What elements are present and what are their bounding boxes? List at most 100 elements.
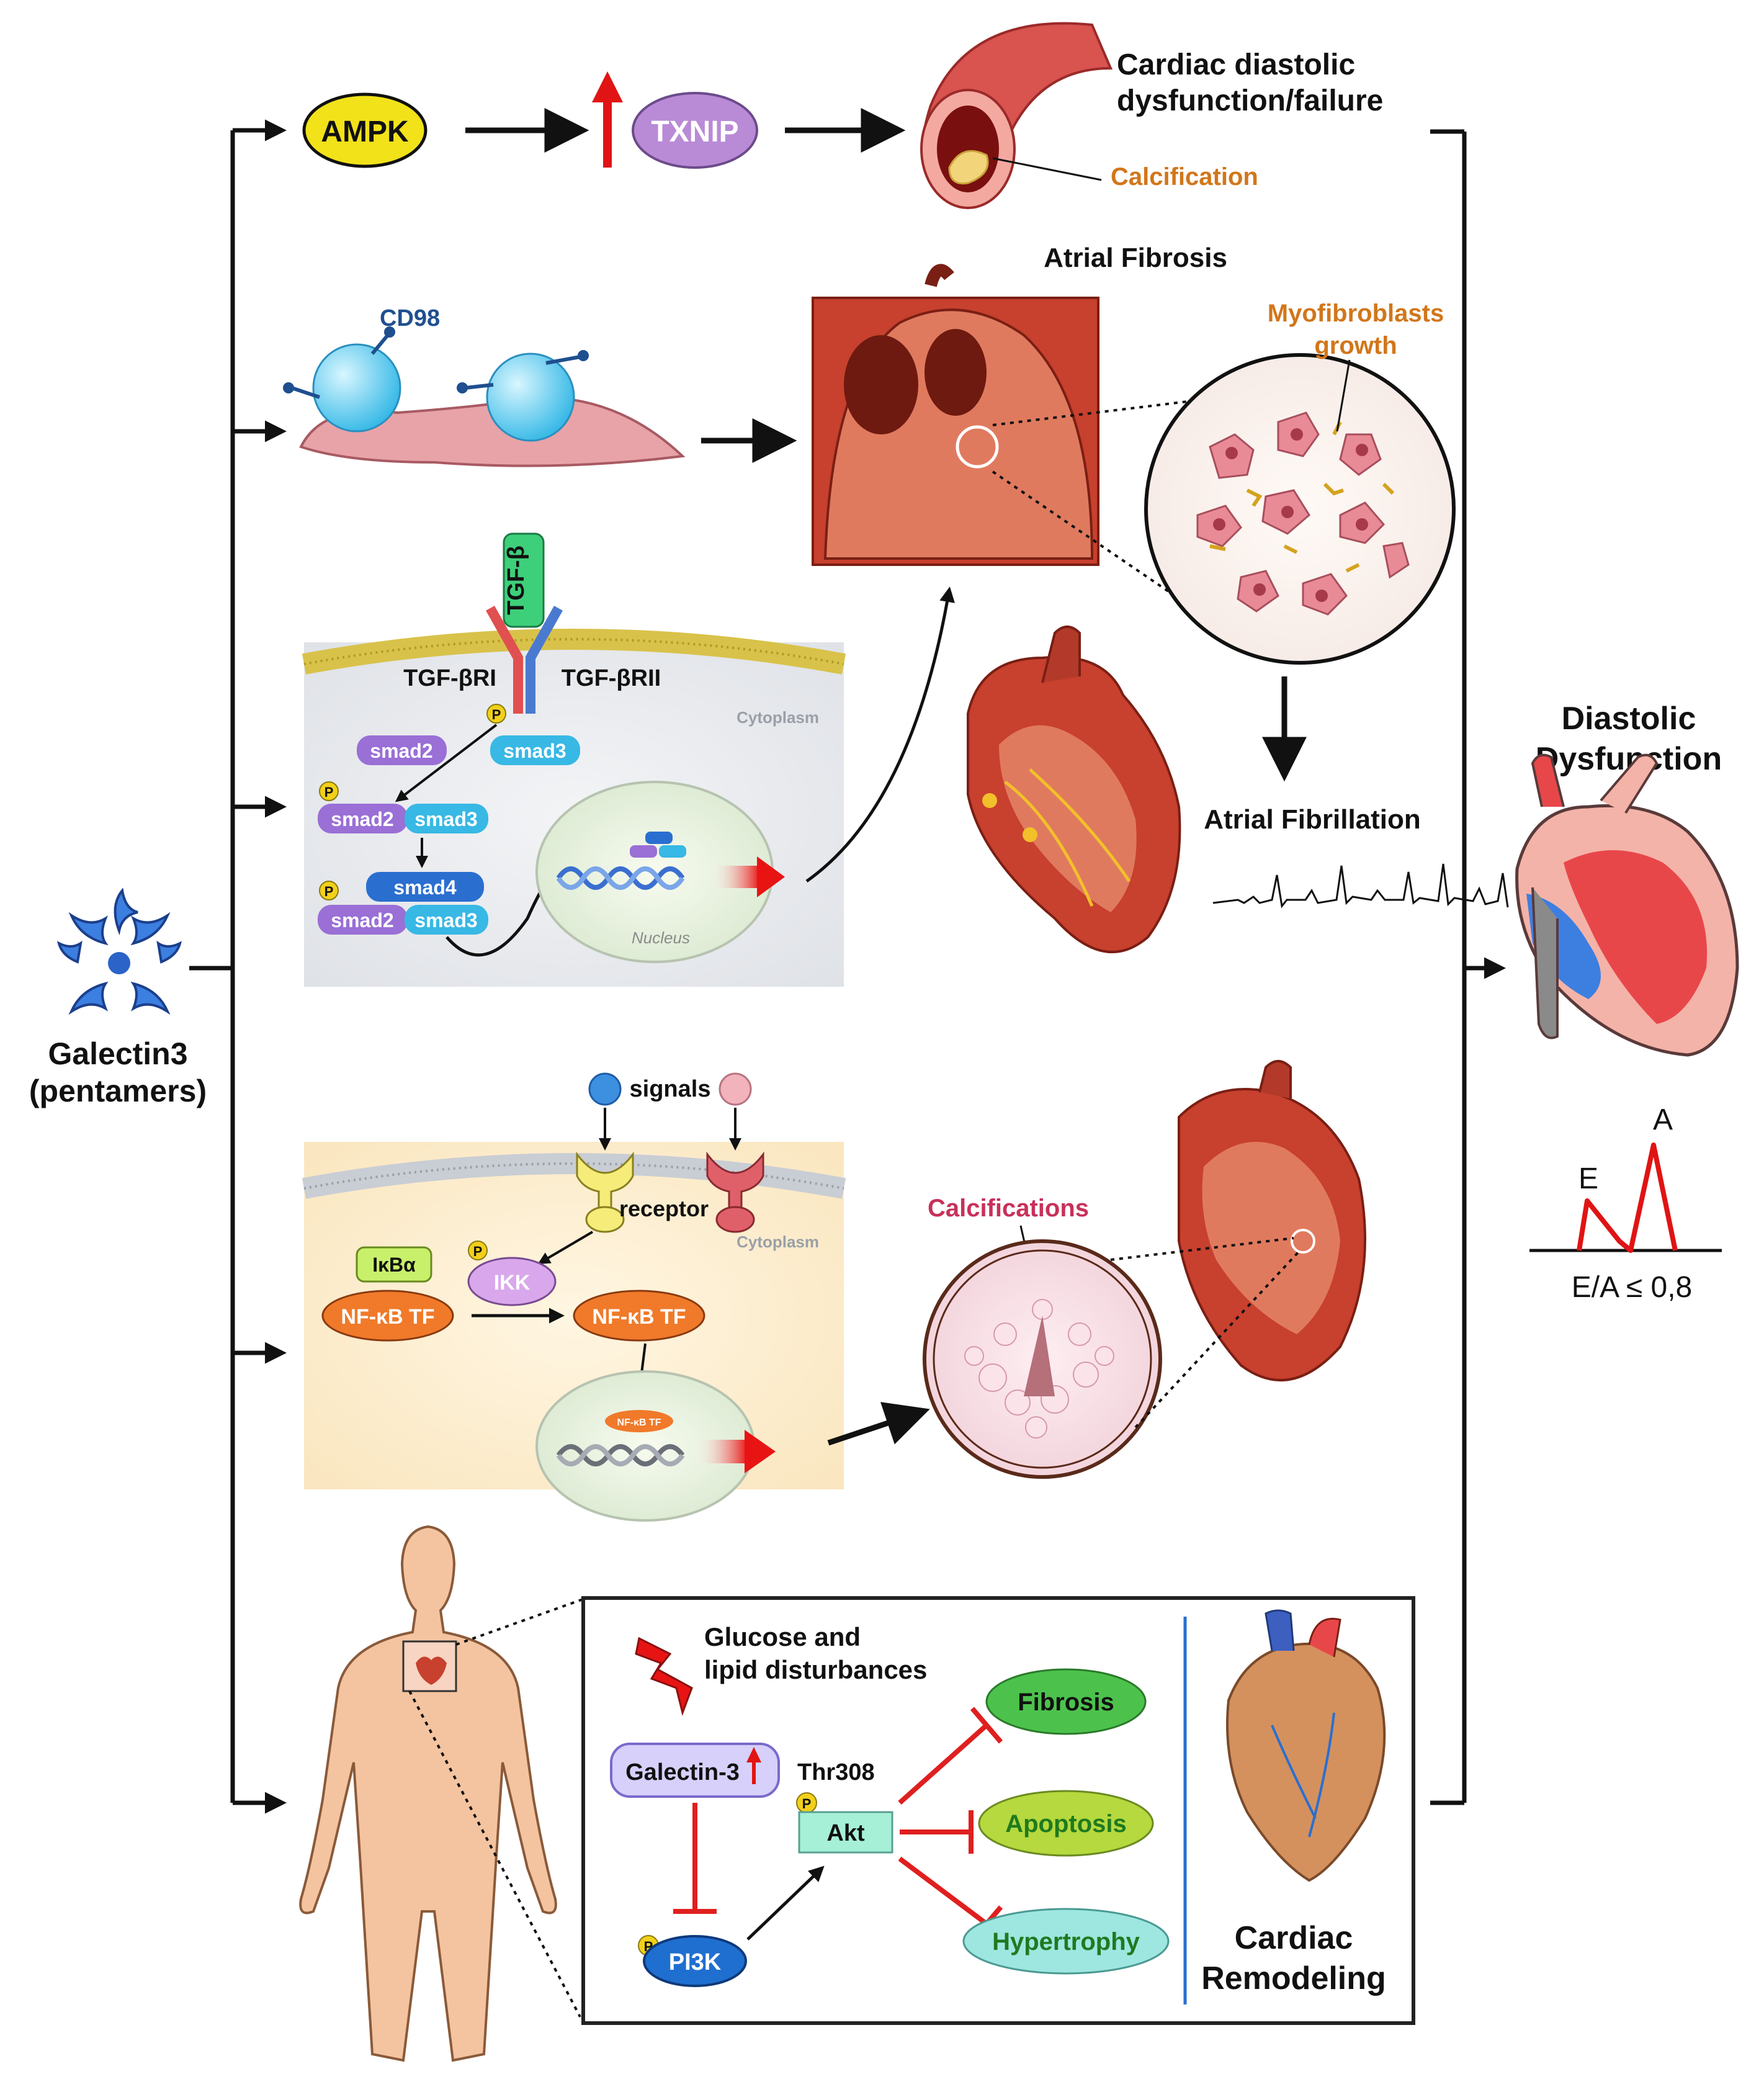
pi3k-node: PI3K — [643, 1935, 747, 1987]
calc-heart-icon — [1178, 1060, 1366, 1381]
calcification-label: Calcification — [1111, 163, 1258, 191]
smad4-complex: smad4 smad2 smad3 — [318, 872, 488, 935]
a-wave-label: A — [1653, 1103, 1673, 1136]
myofibroblasts-label: Myofibroblasts — [1268, 300, 1444, 327]
svg-text:smad3: smad3 — [414, 909, 477, 932]
lightning-icon — [635, 1636, 693, 1717]
nfkb-nucleus: NF-κB TF — [535, 1370, 776, 1522]
svg-text:P: P — [492, 707, 501, 722]
chest-heart-inset — [402, 1640, 457, 1692]
tgf-cytoplasm-label: Cytoplasm — [736, 708, 819, 727]
receptor-label: receptor — [619, 1196, 709, 1221]
svg-text:IκBα: IκBα — [372, 1254, 416, 1276]
ampk-label: AMPK — [321, 115, 409, 148]
svg-text:smad2: smad2 — [370, 740, 432, 762]
tgf-receptor — [486, 606, 563, 714]
galectin-inhibits-pi3k — [673, 1803, 717, 1914]
tgf-membrane — [302, 629, 846, 675]
inset-zoom-lines — [408, 1597, 587, 2018]
galectin3-sublabel: (pentamers) — [29, 1074, 207, 1108]
svg-text:Galectin-3: Galectin-3 — [625, 1759, 740, 1785]
svg-text:P: P — [325, 784, 334, 800]
smad3-free: smad3 — [490, 735, 580, 765]
signal-blue-icon — [588, 1072, 622, 1106]
svg-text:Hypertrophy: Hypertrophy — [992, 1928, 1140, 1955]
smad2-smad3-complex: smad2 smad3 — [318, 804, 488, 833]
calcified-artery-icon — [920, 22, 1113, 209]
svg-text:Akt: Akt — [826, 1820, 865, 1846]
right-bracket — [1430, 129, 1506, 1805]
svg-text:smad2: smad2 — [331, 909, 393, 932]
svg-text:PI3K: PI3K — [669, 1949, 722, 1975]
ampk-node: AMPK — [302, 92, 428, 168]
svg-text:smad3: smad3 — [414, 808, 477, 830]
calcification-circle — [923, 1239, 1162, 1479]
svg-text:P: P — [473, 1244, 483, 1259]
receptor-yellow-icon — [576, 1151, 634, 1233]
heart-section-icon — [812, 264, 1099, 566]
anatomical-heart-icon — [1226, 1609, 1386, 1882]
cardiac-failure-label: dysfunction/failure — [1117, 84, 1383, 117]
txnip-node: TXNIP — [632, 92, 758, 169]
svg-text:IKK: IKK — [494, 1271, 531, 1295]
cd98-cells-icon — [283, 326, 686, 467]
receptor-to-smad-arrow — [395, 724, 498, 802]
signal-pink-icon — [719, 1072, 752, 1106]
thr308-label: Thr308 — [797, 1759, 875, 1785]
nfkb-cytoplasm-label: Cytoplasm — [736, 1232, 819, 1251]
glucose-label: Glucose and — [704, 1622, 861, 1651]
up-arrow-icon — [592, 71, 623, 168]
svg-text:NF-κB TF: NF-κB TF — [341, 1305, 434, 1329]
tgf-to-fibrosis-arrow — [805, 586, 955, 883]
txnip-label: TXNIP — [651, 115, 738, 148]
human-body-icon — [299, 1525, 557, 2062]
galectin3-label: Galectin3 — [48, 1036, 187, 1071]
conduction-heart-icon — [967, 626, 1181, 953]
phospho-badge-ikk: P — [468, 1241, 488, 1260]
atrial-fibrillation-label: Atrial Fibrillation — [1204, 804, 1421, 835]
zoom-lines — [992, 399, 1199, 613]
tgf-nucleus: Nucleus — [535, 781, 785, 963]
atrial-fibrosis-label: Atrial Fibrosis — [1044, 243, 1227, 273]
left-bracket — [189, 119, 287, 1814]
nfkb-small-label: NF-κB TF — [617, 1417, 661, 1428]
phospho-badge-r1: P — [486, 704, 506, 724]
svg-text:smad3: smad3 — [503, 740, 566, 762]
smad2-free: smad2 — [357, 735, 447, 765]
phospho-badge-smad2b: P — [319, 881, 339, 900]
ea-doppler-chart: E A E/A ≤ 0,8 — [1529, 1103, 1722, 1304]
cardiac-diastolic-label: Cardiac diastolic — [1117, 48, 1355, 81]
svg-text:Apoptosis: Apoptosis — [1005, 1810, 1127, 1838]
ikk-node: IKK — [467, 1257, 557, 1306]
galectin3-node: Galectin-3 — [610, 1743, 780, 1798]
calc-zoom-lines — [1110, 1237, 1301, 1429]
tgf-r2-label: TGF-βRII — [562, 665, 661, 691]
nfkb-tf-left: NF-κB TF — [321, 1290, 454, 1342]
signals-label: signals — [630, 1076, 711, 1102]
nfkb-membrane — [302, 1153, 846, 1199]
nfkb-to-calc-arrow — [827, 1402, 930, 1446]
fibrosis-node: Fibrosis — [985, 1668, 1147, 1735]
akt-node: Akt — [798, 1811, 893, 1854]
ea-ratio-label: E/A ≤ 0,8 — [1572, 1271, 1692, 1304]
calcification-pointer — [992, 157, 1102, 181]
nucleus-label: Nucleus — [632, 928, 690, 947]
svg-text:P: P — [802, 1796, 812, 1811]
svg-text:smad4: smad4 — [393, 876, 457, 899]
calcifications-label: Calcifications — [928, 1195, 1089, 1222]
tgf-beta-ligand: TGF-β — [503, 532, 545, 628]
svg-text:smad2: smad2 — [331, 808, 393, 830]
phospho-badge-akt: P — [796, 1792, 817, 1813]
akt-inhibits-fibrosis — [898, 1707, 1003, 1805]
receptor-red-icon — [706, 1151, 764, 1233]
nfkb-tf-right: NF-κB TF — [573, 1290, 705, 1342]
receptor-to-ikk-arrow — [537, 1231, 594, 1265]
akt-inhibits-apoptosis — [900, 1810, 974, 1854]
diastolic-label: Diastolic — [1562, 701, 1696, 737]
myofibroblast-circle — [1144, 353, 1456, 665]
cardiac-label: Cardiac — [1235, 1920, 1353, 1956]
ecg-trace — [1212, 863, 1509, 909]
tgf-r1-label: TGF-βRI — [403, 665, 496, 691]
hypertrophy-node: Hypertrophy — [962, 1908, 1170, 1975]
